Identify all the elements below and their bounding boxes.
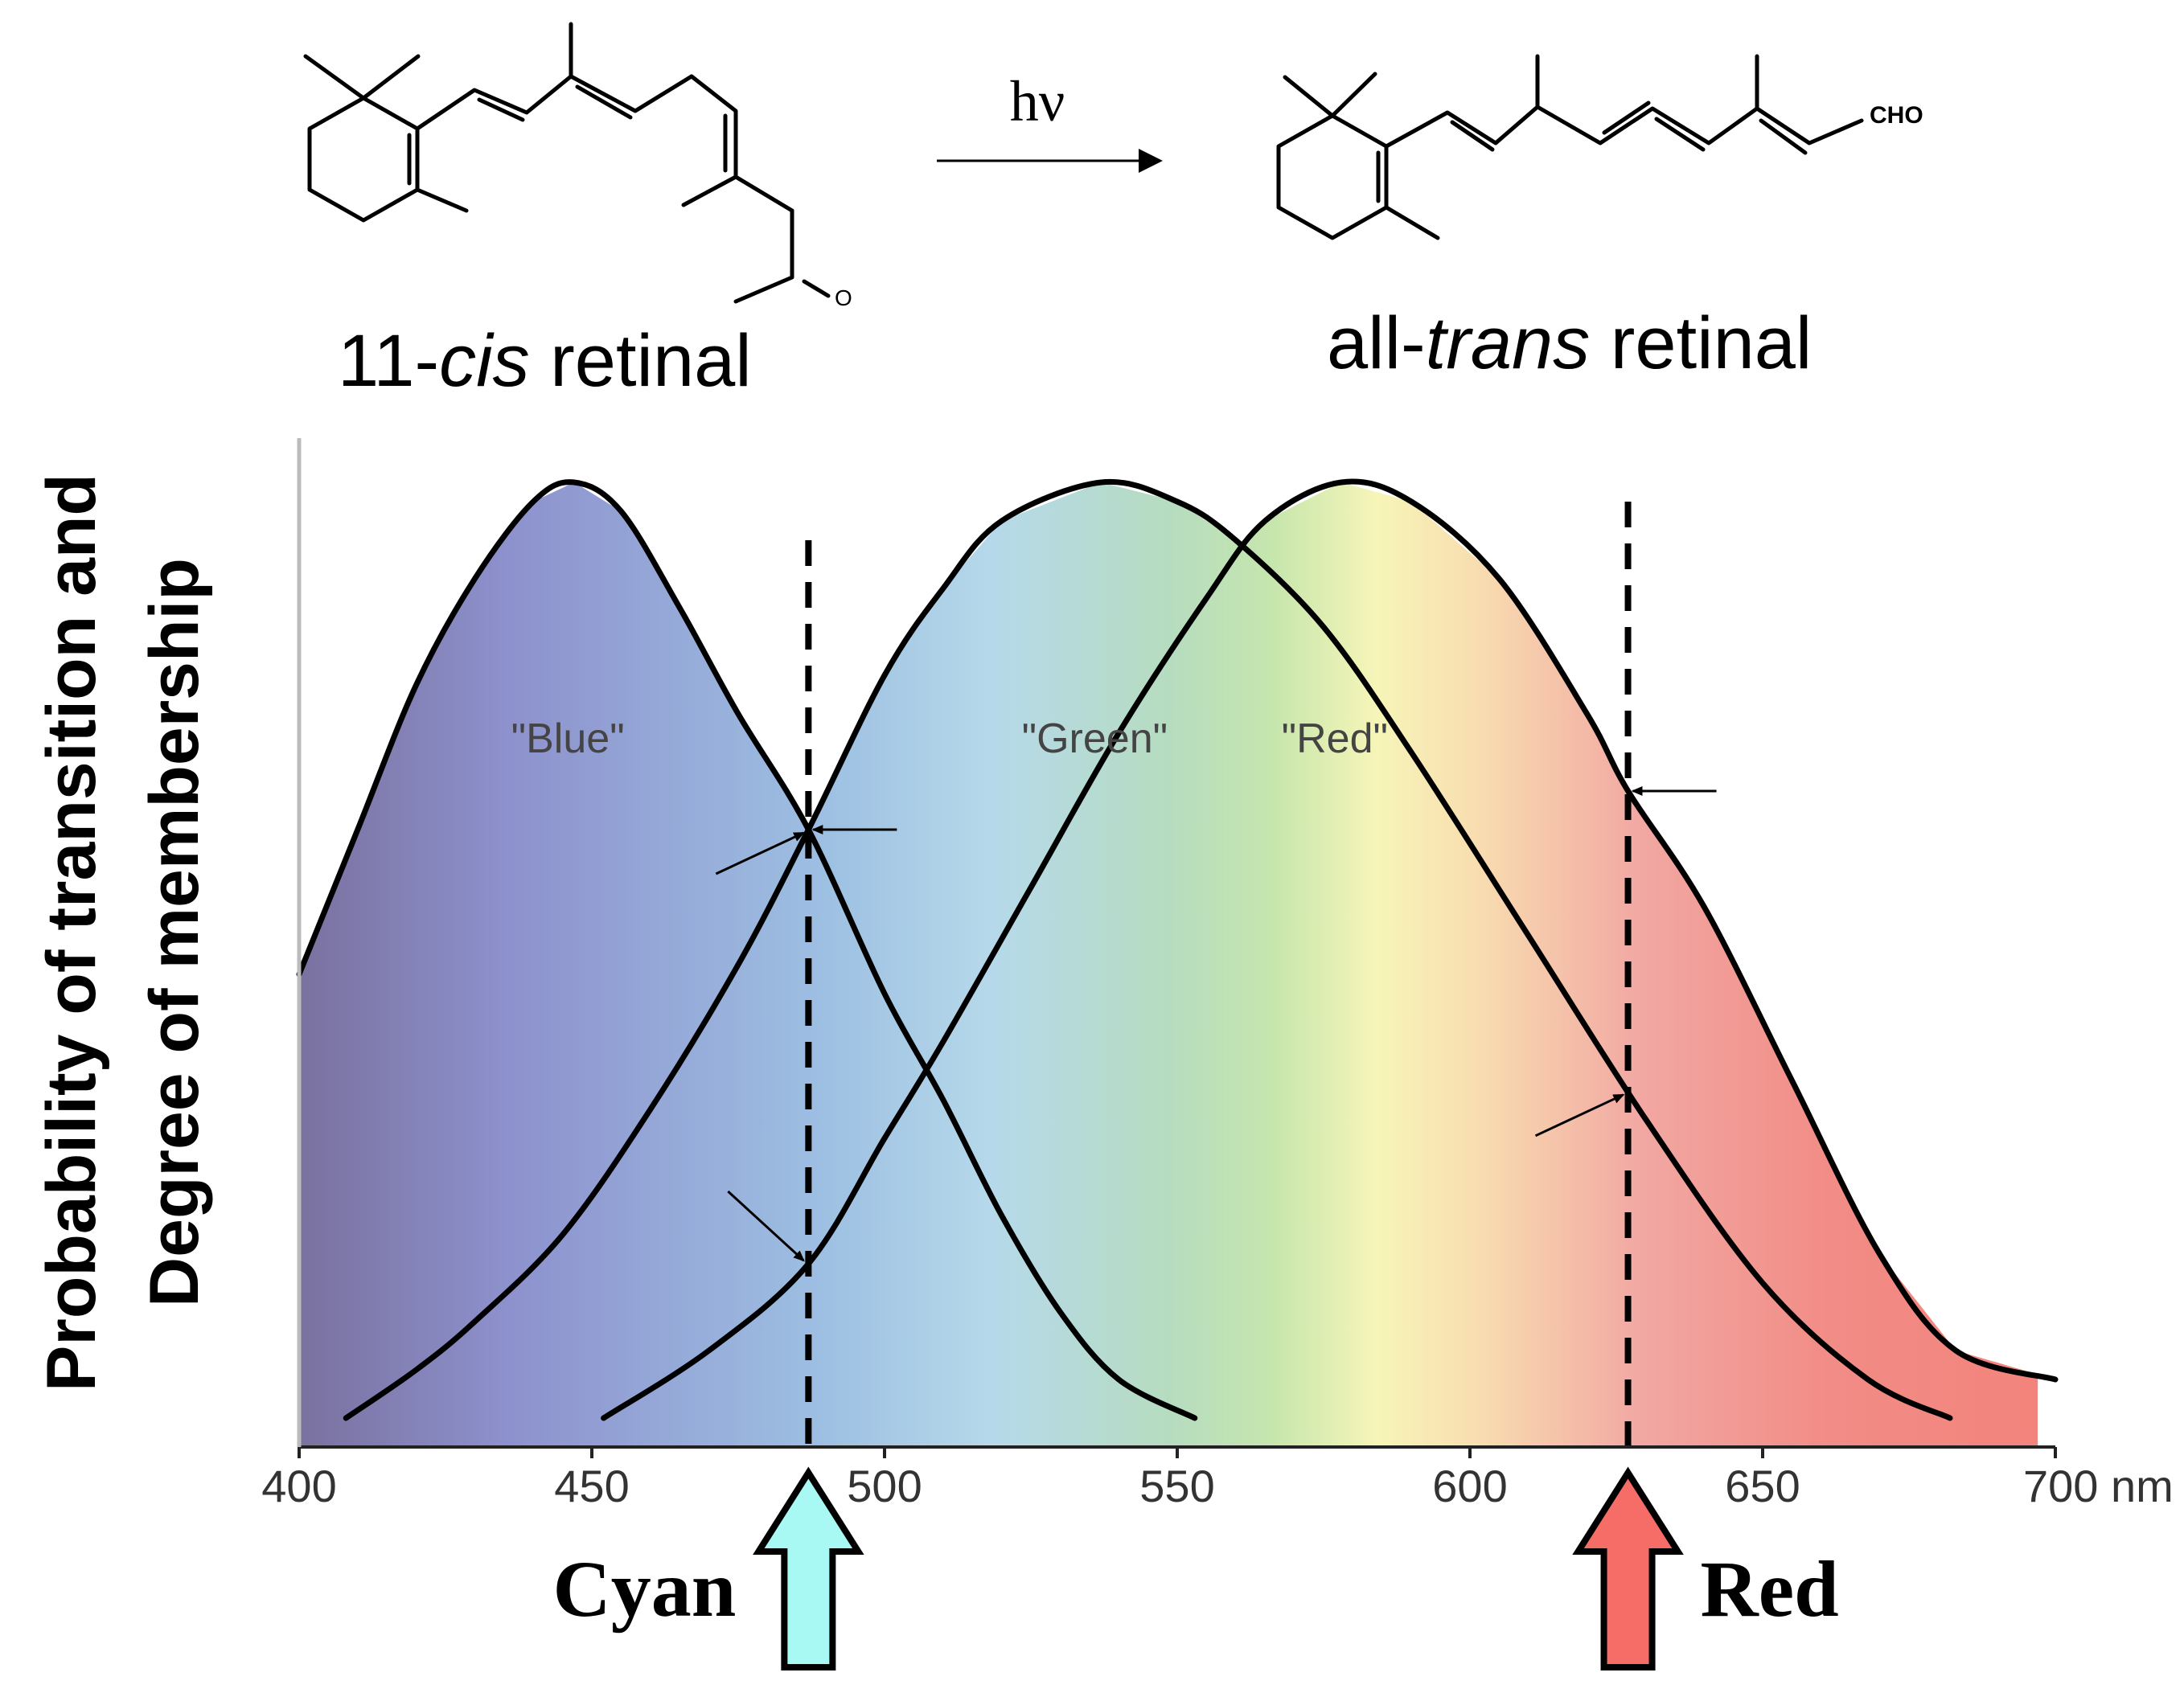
reaction-arrow-label: hν [1010, 69, 1065, 133]
x-tick-label-2: 500 [847, 1461, 922, 1511]
all-trans-retinal-structure [1276, 54, 1864, 240]
marker-arrow-1 [1572, 1466, 1684, 1670]
wavelength-markers: Cyan Red [553, 1466, 1839, 1670]
11-cis-retinal-structure [303, 22, 831, 304]
pointer-arrow-0-2 [727, 1190, 805, 1262]
y-axis-title: Probability of transition and Degree of … [33, 473, 213, 1392]
product-name: all-trans retinal [1327, 302, 1812, 384]
marker-label-0: Cyan [553, 1544, 737, 1634]
plot-area: "Blue" "Green" "Red" 400 450 500 550 600 650 700… [261, 438, 2174, 1511]
reaction-scheme: O hν CHO 11-cis retinal all-trans retina… [303, 22, 1923, 402]
marker-line-layer [805, 502, 1632, 1447]
x-axis-ticks: 400 450 500 550 600 650 700 nm [261, 1447, 2174, 1511]
aldehyde-label: CHO [1870, 102, 1923, 129]
curve-1 [343, 478, 1953, 1421]
curve-label-1: "Green" [1022, 715, 1168, 762]
pointer-arrow-0-0 [715, 831, 806, 875]
reactant-name: 11-cis retinal [338, 320, 752, 402]
x-tick-label-0: 400 [261, 1461, 336, 1511]
x-tick-label-5: 650 [1725, 1461, 1800, 1511]
pointer-arrow-layer [715, 786, 1717, 1262]
curve-label-2: "Red" [1282, 715, 1388, 762]
y-axis-title-line1: Probability of transition and [33, 473, 110, 1392]
x-tick-label-1: 450 [554, 1461, 629, 1511]
pointer-arrow-1-1 [1534, 1093, 1625, 1138]
curve-label-layer: "Blue" "Green" "Red" [511, 715, 1388, 762]
ketone-oxygen-label: O [835, 285, 852, 310]
y-axis-title-line2: Degree of membership [136, 558, 213, 1307]
marker-arrow-0 [753, 1466, 864, 1670]
x-tick-label-4: 600 [1432, 1461, 1507, 1511]
curve-2 [601, 478, 2059, 1421]
x-tick-label-6: 700 nm [2023, 1461, 2174, 1511]
curve-label-0: "Blue" [511, 715, 625, 762]
marker-label-1: Red [1701, 1544, 1839, 1634]
curve-0 [296, 479, 1198, 1421]
x-tick-label-3: 550 [1139, 1461, 1214, 1511]
curve-layer [296, 478, 2059, 1421]
